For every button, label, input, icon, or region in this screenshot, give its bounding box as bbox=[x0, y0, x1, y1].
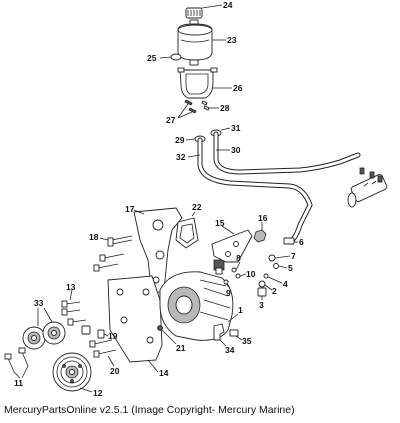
leader-33b bbox=[43, 307, 53, 323]
callout-12: 12 bbox=[93, 388, 103, 398]
callout-29: 29 bbox=[175, 135, 185, 145]
leader-11b bbox=[21, 365, 29, 379]
pulley-screws bbox=[4, 347, 29, 373]
leader-32 bbox=[187, 154, 201, 158]
pulley-bolts bbox=[89, 339, 117, 358]
leader-1 bbox=[227, 313, 239, 323]
callout-6: 6 bbox=[299, 237, 304, 247]
callout-9: 9 bbox=[226, 288, 231, 298]
callout-16: 16 bbox=[258, 213, 268, 223]
leader-7 bbox=[274, 255, 291, 259]
leader-29 bbox=[185, 138, 196, 141]
reservoir-bracket bbox=[177, 67, 218, 99]
callout-19: 19 bbox=[108, 331, 118, 341]
drive-pulley bbox=[52, 352, 92, 392]
brace-nut bbox=[253, 229, 267, 243]
leader-21 bbox=[161, 329, 177, 345]
leader-5 bbox=[278, 265, 288, 269]
image-caption: MercuryPartsOnline v2.5.1 (Image Copyrig… bbox=[4, 404, 295, 416]
bracket-screws bbox=[184, 99, 210, 114]
reservoir bbox=[177, 19, 213, 66]
callout-10: 10 bbox=[246, 269, 256, 279]
leader-25 bbox=[159, 56, 172, 59]
leader-11a bbox=[13, 371, 21, 379]
leader-34 bbox=[219, 339, 227, 347]
callout-18: 18 bbox=[89, 232, 99, 242]
leader-13 bbox=[69, 289, 73, 301]
mount-bolts bbox=[93, 235, 133, 272]
leader-22 bbox=[191, 211, 196, 217]
callout-22: 22 bbox=[192, 202, 202, 212]
bracket-gasket bbox=[175, 217, 199, 249]
callout-5: 5 bbox=[288, 263, 293, 273]
spacers bbox=[81, 325, 105, 339]
pump-brace bbox=[211, 229, 253, 263]
callout-13: 13 bbox=[66, 282, 76, 292]
power-steering-pump bbox=[159, 259, 234, 341]
filter-element bbox=[170, 53, 182, 61]
callout-34: 34 bbox=[225, 345, 235, 355]
callout-27: 27 bbox=[166, 115, 176, 125]
idler-pulleys bbox=[22, 321, 66, 350]
leader-20 bbox=[107, 355, 115, 367]
idler-bolts bbox=[61, 300, 87, 326]
callout-24: 24 bbox=[223, 0, 233, 10]
leader-19 bbox=[103, 333, 109, 337]
leader-12 bbox=[79, 387, 93, 393]
callout-21: 21 bbox=[176, 343, 186, 353]
callout-2: 2 bbox=[272, 286, 277, 296]
leader-31 bbox=[220, 127, 231, 131]
callout-7: 7 bbox=[291, 251, 296, 261]
callout-1: 1 bbox=[238, 305, 243, 315]
leader-27a bbox=[177, 103, 189, 119]
callout-3: 3 bbox=[259, 300, 264, 310]
callout-25: 25 bbox=[147, 53, 157, 63]
leader-2 bbox=[264, 284, 273, 291]
callout-28: 28 bbox=[220, 103, 230, 113]
callout-23: 23 bbox=[227, 35, 237, 45]
callout-35: 35 bbox=[242, 336, 252, 346]
pump-mount-bracket bbox=[133, 207, 183, 296]
supply-hose bbox=[197, 137, 313, 245]
leader-18 bbox=[99, 237, 109, 241]
callout-4: 4 bbox=[283, 279, 288, 289]
pump-back-plate bbox=[107, 275, 163, 363]
leader-8 bbox=[235, 261, 241, 271]
callout-11: 11 bbox=[14, 378, 23, 388]
callout-8: 8 bbox=[236, 253, 241, 263]
callout-31: 31 bbox=[231, 123, 241, 133]
callout-33: 33 bbox=[34, 298, 44, 308]
callout-14: 14 bbox=[159, 368, 169, 378]
reservoir-cap bbox=[185, 7, 203, 19]
plug bbox=[157, 325, 163, 331]
leader-14 bbox=[147, 359, 159, 373]
leader-35 bbox=[235, 335, 243, 341]
callout-17: 17 bbox=[125, 204, 135, 214]
leader-9 bbox=[225, 283, 231, 289]
leader-4 bbox=[267, 276, 283, 284]
leader-24 bbox=[201, 4, 223, 9]
elbow-fittings bbox=[213, 323, 239, 341]
callout-32: 32 bbox=[176, 152, 186, 162]
leader-10 bbox=[239, 273, 247, 277]
callout-15: 15 bbox=[215, 218, 225, 228]
leader-15 bbox=[221, 225, 235, 235]
return-hose bbox=[213, 131, 361, 175]
leader-17 bbox=[133, 209, 145, 215]
fluid-cooler bbox=[347, 167, 388, 208]
callout-26: 26 bbox=[233, 83, 243, 93]
callout-20: 20 bbox=[110, 366, 120, 376]
leader-27b bbox=[177, 111, 193, 119]
callout-30: 30 bbox=[231, 145, 241, 155]
